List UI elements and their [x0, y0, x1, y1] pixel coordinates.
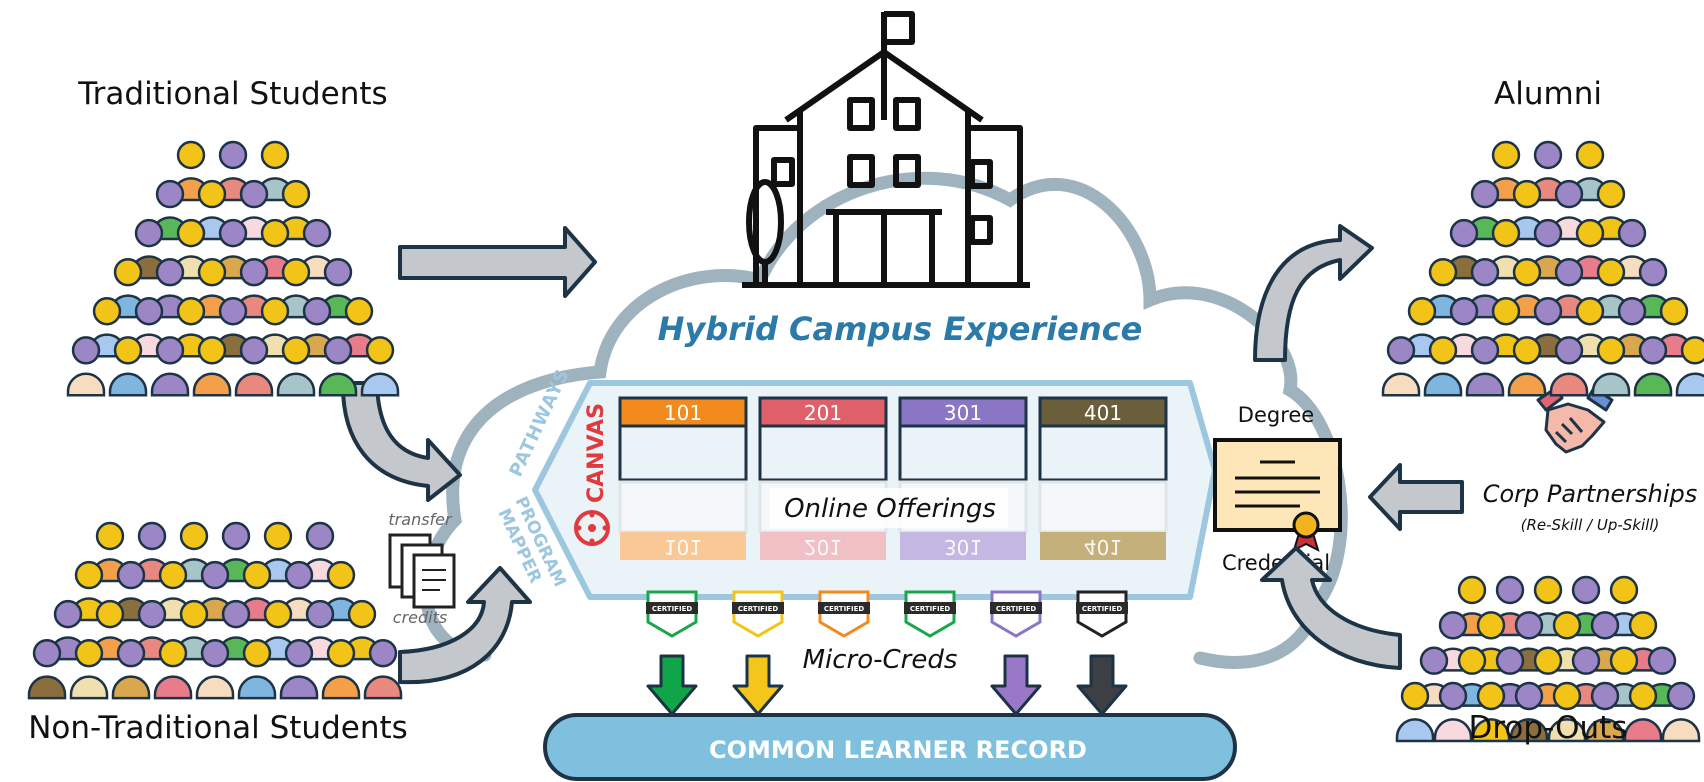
traditional-students-crowd [66, 140, 400, 397]
arrow-corp-to-credential [1368, 463, 1464, 531]
arrow-dropouts-to-credential [1260, 546, 1402, 670]
micro-cred-down-arrow [990, 654, 1042, 716]
badge-text: CERTIFIED [652, 605, 693, 613]
badge-text: CERTIFIED [738, 605, 779, 613]
micro-creds-label: Micro-Creds [803, 645, 958, 675]
course-code-reflection: 401 [1084, 535, 1122, 559]
course-card-201: 201 201 [758, 396, 888, 560]
course-code-reflection: 201 [804, 535, 842, 559]
corp-partnerships-title: Corp Partnerships [1483, 480, 1698, 508]
documents-icon [388, 533, 456, 609]
canvas-label: CANVAS [584, 403, 609, 503]
course-code: 201 [804, 401, 842, 425]
alumni-crowd [1381, 140, 1704, 397]
non-traditional-students-label: Non-Traditional Students [28, 710, 408, 746]
arrow-lms-to-alumni [1253, 224, 1374, 362]
course-code: 301 [944, 401, 982, 425]
badge-text: CERTIFIED [910, 605, 951, 613]
campus-title: Hybrid Campus Experience [658, 310, 1143, 348]
course-card-401: 401 401 [1038, 396, 1168, 560]
non-traditional-students-crowd [27, 521, 403, 700]
transfer-label: transfer [388, 510, 453, 529]
diploma-icon [1213, 438, 1342, 552]
course-card-301: 301 301 [898, 396, 1028, 560]
certified-badge-icon: CERTIFIED [904, 590, 956, 638]
badge-text: CERTIFIED [824, 605, 865, 613]
course-code-reflection: 301 [944, 535, 982, 559]
canvas-logo-icon [574, 510, 610, 546]
credits-label: credits [393, 608, 447, 627]
course-code: 101 [664, 401, 702, 425]
corp-partnerships-subtitle: (Re-Skill / Up-Skill) [1521, 516, 1660, 534]
flow-arrows [340, 224, 1464, 685]
handshake-icon [1536, 386, 1614, 454]
common-learner-record-label: COMMON LEARNER RECORD [709, 736, 1087, 764]
arrow-nontraditional-to-lms [398, 566, 532, 685]
certified-badge-icon: CERTIFIED [732, 590, 784, 638]
certified-badge-icon: CERTIFIED [990, 590, 1042, 638]
drop-outs-crowd [1395, 575, 1701, 743]
traditional-students-label: Traditional Students [77, 76, 387, 112]
course-code-reflection: 101 [664, 535, 702, 559]
certified-badge-icon: CERTIFIED [1076, 590, 1128, 638]
micro-cred-down-arrow [1076, 654, 1128, 716]
common-learner-record: COMMON LEARNER RECORD [543, 713, 1237, 781]
arrow-traditional-to-campus [398, 226, 597, 298]
campus-building-icon [742, 11, 1030, 288]
badge-text: CERTIFIED [996, 605, 1037, 613]
micro-cred-down-arrow [732, 654, 784, 716]
alumni-label: Alumni [1494, 76, 1602, 112]
micro-cred-down-arrow [646, 654, 698, 716]
degree-label: Degree [1238, 403, 1314, 427]
badge-text: CERTIFIED [1082, 605, 1123, 613]
course-card-101: 101 101 [618, 396, 748, 560]
course-code: 401 [1084, 401, 1122, 425]
drop-outs-label: Drop-Outs [1469, 710, 1628, 746]
certified-badge-icon: CERTIFIED [818, 590, 870, 638]
certified-badge-icon: CERTIFIED [646, 590, 698, 638]
online-offerings-label: Online Offerings [784, 494, 996, 524]
arrow-traditional-to-lms [340, 381, 462, 502]
